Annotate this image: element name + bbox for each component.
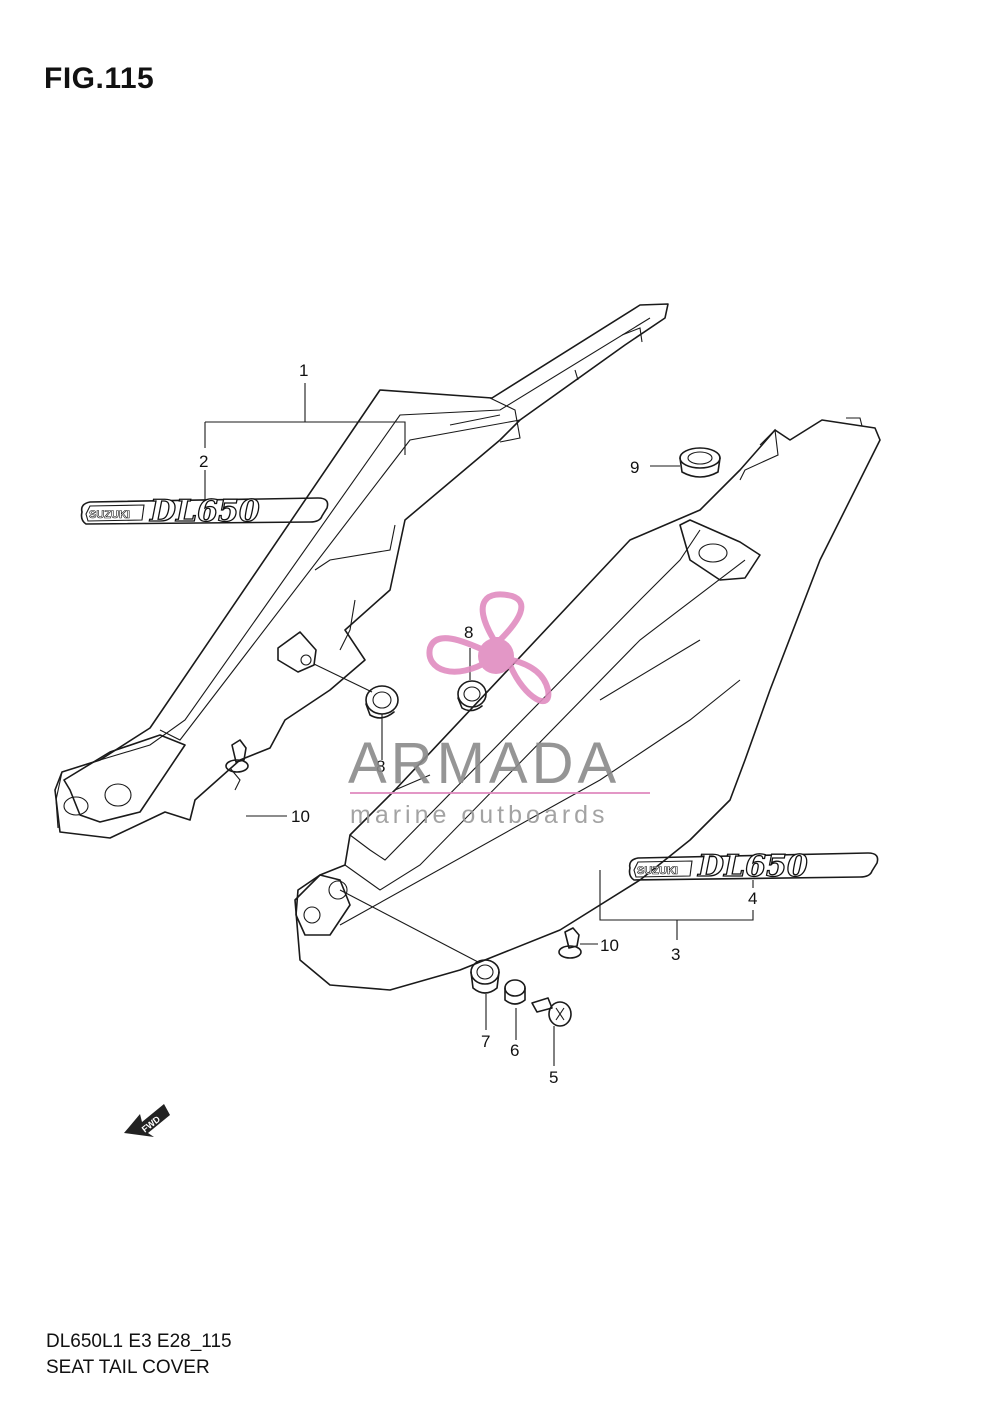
leader-lines	[204, 383, 754, 1066]
armada-watermark: ARMADA marine outboards	[348, 591, 650, 829]
model-code: DL650L1 E3 E28_115	[46, 1331, 232, 1352]
callout-8-center: 8	[464, 623, 473, 642]
callout-numbers: 1 2 3 4 5 6 7 8 8 9 10 10	[199, 361, 757, 1087]
figure-title: FIG.115	[44, 62, 155, 95]
callout-1: 1	[299, 361, 308, 380]
decal-left-model: DL650	[149, 494, 260, 529]
fwd-arrow: FWD	[124, 1104, 170, 1137]
watermark-tagline: marine outboards	[350, 801, 609, 829]
callout-9: 9	[630, 458, 639, 477]
callout-7: 7	[481, 1032, 490, 1051]
left-tail-cover[interactable]	[54, 303, 669, 839]
bolt-5[interactable]	[531, 997, 572, 1027]
propeller-logo-icon	[426, 591, 552, 704]
decal-right[interactable]: SUZUKI DL650	[628, 848, 879, 885]
callout-10-right: 10	[600, 936, 619, 955]
callout-3: 3	[671, 945, 680, 964]
cushion-8-left[interactable]	[365, 685, 399, 719]
callout-10-left: 10	[291, 807, 310, 826]
grommet-9[interactable]	[679, 447, 721, 478]
decal-right-maker: SUZUKI	[637, 865, 678, 877]
collar-6[interactable]	[504, 979, 526, 1005]
right-tail-cover[interactable]	[294, 417, 881, 991]
callout-4: 4	[748, 889, 757, 908]
callout-5: 5	[549, 1068, 558, 1087]
clip-10-right[interactable]	[558, 927, 582, 959]
decal-left-maker: SUZUKI	[89, 509, 130, 521]
watermark-brand: ARMADA	[348, 731, 620, 796]
grommet-7[interactable]	[470, 959, 500, 994]
callout-6: 6	[510, 1041, 519, 1060]
callout-2: 2	[199, 452, 208, 471]
decal-left[interactable]: SUZUKI DL650	[80, 493, 329, 530]
assembly-name: SEAT TAIL COVER	[46, 1357, 210, 1378]
clip-10-left[interactable]	[225, 739, 249, 773]
decal-right-model: DL650	[697, 849, 808, 884]
cushion-8-center[interactable]	[457, 680, 487, 712]
callout-8-left: 8	[376, 757, 385, 776]
